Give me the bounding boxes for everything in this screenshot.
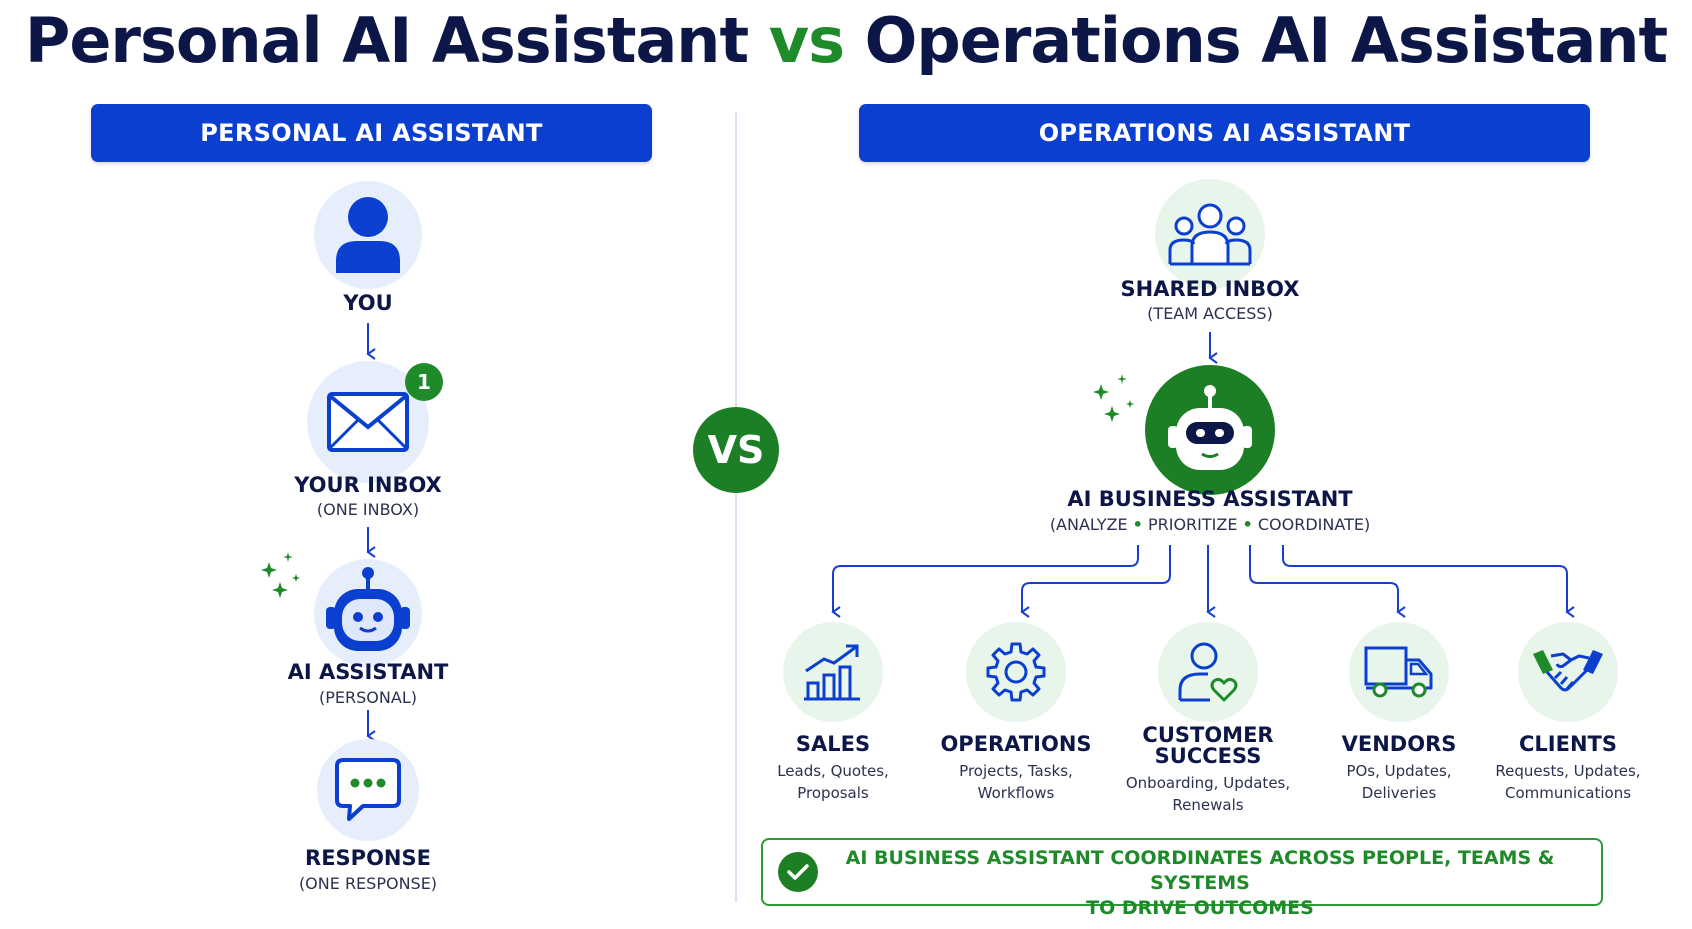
- sparkle-icon: [1093, 374, 1134, 422]
- personal-assistant-label: AI ASSISTANT: [287, 660, 449, 684]
- customer-success-label: CUSTOMER SUCCESS: [1108, 725, 1308, 767]
- title-left: Personal AI Assistant: [24, 4, 749, 77]
- sub-coordinate: COORDINATE): [1257, 515, 1371, 534]
- operations-header: OPERATIONS AI ASSISTANT: [859, 104, 1590, 162]
- check-circle-icon: [778, 852, 818, 892]
- vendors-label: VENDORS: [1341, 732, 1457, 756]
- inbox-count-badge: 1: [405, 363, 443, 401]
- operations-desc-line1: Projects, Tasks,: [959, 762, 1073, 780]
- sub-separator: •: [1242, 515, 1253, 534]
- sales-circle: [783, 622, 883, 722]
- clients-circle: [1518, 622, 1618, 722]
- truck-icon: [1364, 646, 1433, 698]
- shared-inbox-circle: [1155, 179, 1265, 289]
- customer-success-label-line1: CUSTOMER: [1142, 723, 1274, 747]
- sales-label: SALES: [795, 732, 871, 756]
- customer-success-desc: Onboarding, Updates, Renewals: [1108, 772, 1308, 816]
- customer-success-circle: [1158, 622, 1258, 722]
- you-label: YOU: [343, 291, 393, 315]
- person-heart-icon: [1178, 642, 1238, 702]
- clients-desc: Requests, Updates, Communications: [1458, 760, 1678, 804]
- envelope-icon: [327, 392, 409, 452]
- shared-inbox-sub: (TEAM ACCESS): [1147, 304, 1273, 323]
- outcome-text-line2: TO DRIVE OUTCOMES: [1086, 897, 1314, 919]
- personal-header: PERSONAL AI ASSISTANT: [91, 104, 652, 162]
- robot-icon: [326, 567, 410, 651]
- page-title: Personal AI Assistant vs Operations AI A…: [0, 4, 1692, 77]
- chat-bubble-icon: [335, 758, 401, 821]
- checkmark-glyph: [787, 864, 809, 880]
- title-vs: vs: [768, 4, 845, 77]
- sales-desc: Leads, Quotes, Proposals: [733, 760, 933, 804]
- sparkle-icon: [261, 552, 300, 598]
- team-icon: [1168, 203, 1252, 266]
- sub-separator: •: [1132, 515, 1143, 534]
- clients-label: CLIENTS: [1519, 732, 1617, 756]
- business-assistant-circle: [1145, 365, 1275, 495]
- sub-prioritize: PRIORITIZE: [1147, 515, 1238, 534]
- operations-circle: [966, 622, 1066, 722]
- shared-inbox-label: SHARED INBOX: [1120, 277, 1300, 301]
- response-sub: (ONE RESPONSE): [298, 874, 438, 893]
- response-circle: [317, 739, 419, 841]
- personal-assistant-sub: (PERSONAL): [319, 688, 417, 707]
- vendors-desc-line2: Deliveries: [1361, 784, 1437, 802]
- title-right: Operations AI Assistant: [864, 4, 1668, 77]
- handshake-icon: [1533, 650, 1603, 692]
- operations-label: OPERATIONS: [940, 732, 1092, 756]
- vendors-desc-line1: POs, Updates,: [1346, 762, 1452, 780]
- clients-desc-line1: Requests, Updates,: [1495, 762, 1641, 780]
- column-divider: [735, 112, 737, 902]
- vs-badge: VS: [693, 407, 779, 493]
- vendors-desc: POs, Updates, Deliveries: [1299, 760, 1499, 804]
- vendors-circle: [1349, 622, 1449, 722]
- outcome-text-line1: AI BUSINESS ASSISTANT COORDINATES ACROSS…: [845, 847, 1555, 894]
- clients-desc-line2: Communications: [1504, 784, 1632, 802]
- personal-assistant-circle: [314, 559, 422, 667]
- customer-success-label-line2: SUCCESS: [1154, 744, 1262, 768]
- operations-desc: Projects, Tasks, Workflows: [916, 760, 1116, 804]
- inbox-sub: (ONE INBOX): [316, 500, 420, 519]
- sub-analyze: (ANALYZE: [1049, 515, 1128, 534]
- business-assistant-sub: (ANALYZE • PRIORITIZE • COORDINATE): [980, 515, 1440, 534]
- outcome-banner: [761, 838, 1603, 906]
- inbox-label: YOUR INBOX: [294, 473, 442, 497]
- business-assistant-label: AI BUSINESS ASSISTANT: [1067, 487, 1353, 511]
- response-label: RESPONSE: [305, 846, 431, 870]
- sales-desc-line2: Proposals: [797, 784, 869, 802]
- growth-chart-icon: [804, 644, 860, 701]
- you-circle: [314, 181, 422, 289]
- customer-success-desc-line2: Renewals: [1172, 796, 1244, 814]
- customer-success-desc-line1: Onboarding, Updates,: [1125, 774, 1291, 792]
- robot-icon: [1168, 385, 1252, 470]
- operations-desc-line2: Workflows: [977, 784, 1055, 802]
- sales-desc-line1: Leads, Quotes,: [777, 762, 889, 780]
- gear-icon: [986, 642, 1046, 702]
- outcome-text: AI BUSINESS ASSISTANT COORDINATES ACROSS…: [820, 846, 1580, 921]
- user-icon: [336, 197, 400, 273]
